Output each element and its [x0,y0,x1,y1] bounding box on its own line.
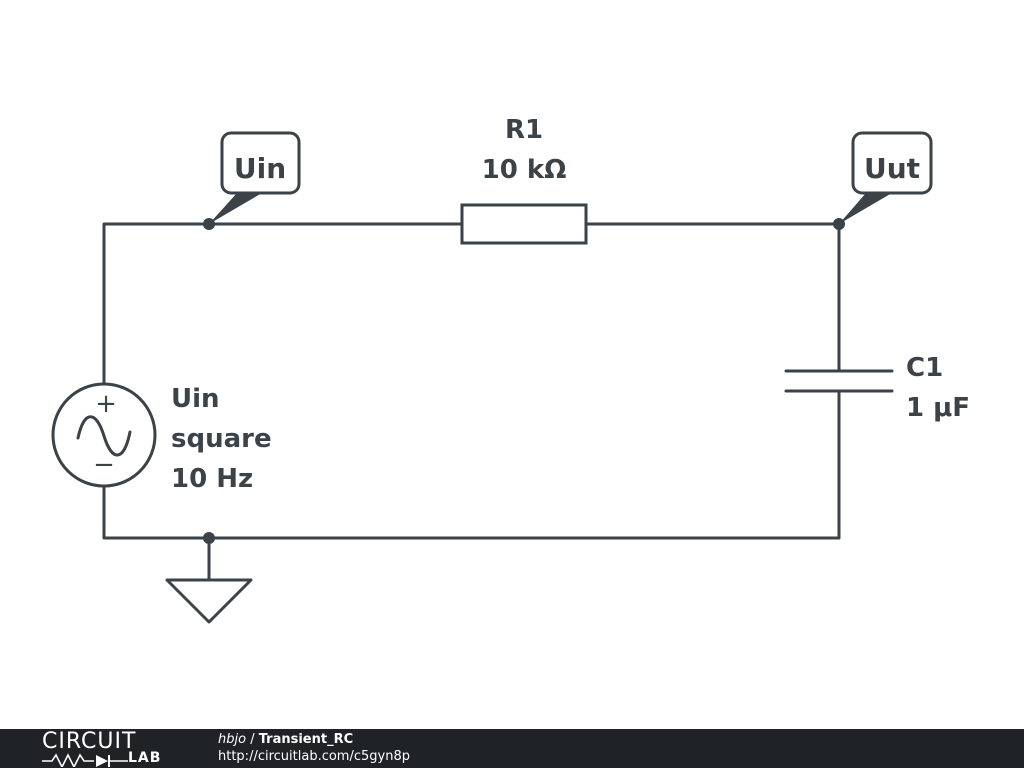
net-label-uin-text: Uin [234,152,286,185]
circuit-schematic: R1 10 kΩ C1 1 μF + − Uin square 10 Hz Ui… [51,115,970,624]
source-minus-sign: − [93,450,115,480]
junction-ground [203,532,215,544]
wire-right-top [584,222,841,373]
source-name-label: Uin [171,384,220,414]
capacitor-c1[interactable] [784,369,894,393]
net-label-uin[interactable]: Uin [209,131,301,224]
capacitor-value-label: 1 μF [906,393,970,423]
net-label-uut[interactable]: Uut [839,131,933,224]
circuit-credits: hbjo / Transient_RC http://circuitlab.co… [218,731,410,765]
circuit-url-link[interactable]: http://circuitlab.com/c5gyn8p [218,749,410,764]
net-label-uut-text: Uut [864,152,920,185]
source-frequency-label: 10 Hz [171,464,253,494]
project-name[interactable]: Transient_RC [258,732,354,747]
ground-icon[interactable] [165,578,253,624]
source-plus-sign: + [95,389,117,419]
author-name[interactable]: hbjo [218,732,247,747]
wire-left-top [102,222,464,387]
circuitlab-logo[interactable]: CIRCUIT LAB [42,731,182,767]
capacitor-name-label: C1 [906,353,943,383]
credits-separator: / [246,732,259,747]
resistor-value-label: 10 kΩ [482,155,567,185]
source-type-label: square [171,424,272,454]
voltage-source-uin[interactable]: + − [51,382,157,488]
logo-text-lab: LAB [128,750,162,766]
resistor-diode-logo-icon [42,753,128,767]
sine-wave-icon [76,415,132,457]
footer-bar: CIRCUIT LAB hbjo / Transient_RC http://c… [0,729,1024,768]
wire-right-bottom [102,389,841,540]
resistor-name-label: R1 [505,115,543,145]
logo-text-circuit: CIRCUIT [42,729,137,754]
resistor-r1[interactable] [460,203,588,245]
